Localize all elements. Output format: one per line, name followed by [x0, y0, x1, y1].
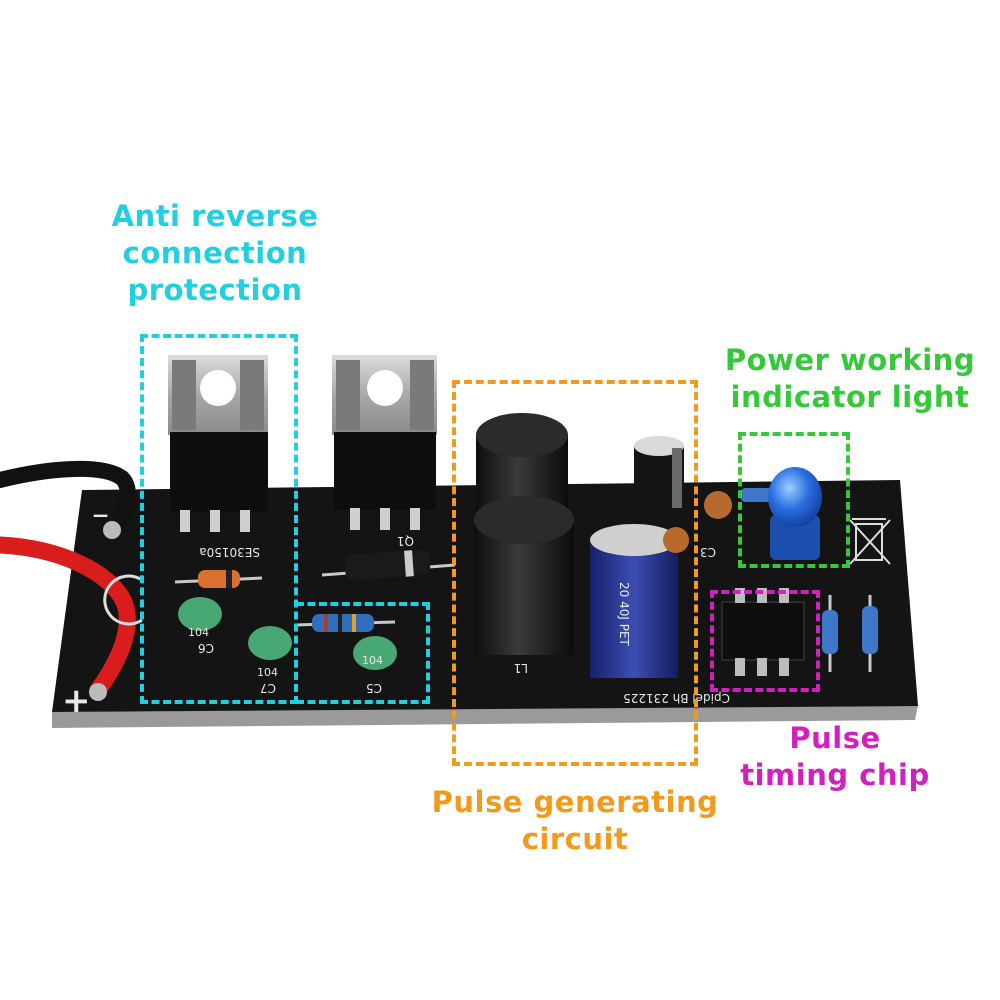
ceramic-cap-orange: [663, 527, 689, 553]
pulse-timing-label-line-1: Pulse: [789, 720, 881, 755]
cap-code-1: 104: [188, 626, 209, 639]
pulse-generating-label: Pulse generating circuit: [425, 784, 725, 858]
pulse-timing-box: [710, 590, 820, 692]
wire-pad: [103, 521, 121, 539]
pulse-generating-label-line-2: circuit: [521, 821, 629, 856]
electrolytic-small: [634, 436, 684, 510]
recycle-bin-mark: [849, 518, 891, 565]
pulse-generating-label-line-1: Pulse generating: [431, 784, 719, 819]
pcb-edge: [52, 705, 918, 728]
black-wire: [0, 460, 136, 528]
c3-marking: C3: [700, 545, 716, 559]
cap-code-2: 104: [257, 666, 278, 679]
anti-reverse-label-line-3: protection: [127, 272, 303, 307]
resistor-right-1: [822, 595, 838, 672]
blue-led: [768, 467, 822, 560]
c6-marking: C6: [198, 641, 214, 655]
ceramic-cap-c7: [248, 626, 292, 660]
red-wire: [0, 536, 136, 699]
c7-marking: C7: [260, 681, 276, 695]
electrolytic-large: [590, 524, 678, 678]
ceramic-cap-c5: [353, 636, 397, 670]
q-right-marking: Q1: [397, 534, 414, 548]
c5-marking: C5: [366, 681, 382, 695]
diode-black: [321, 549, 456, 581]
cap-code-3: 104: [362, 654, 383, 667]
ceramic-cap-c6: [178, 597, 222, 631]
resistor-right-2: [862, 595, 878, 672]
inductor-bottom: [474, 496, 574, 655]
plus-marking: +: [62, 681, 91, 721]
ceramic-cap-orange: [704, 491, 732, 519]
board-code: Cpidel Bh 231225: [623, 691, 730, 705]
electrolytic-text: 20 40J PET: [617, 582, 631, 647]
silk-circle: [103, 574, 143, 626]
mosfet-left: [168, 355, 268, 532]
power-indicator-label: Power working indicator light: [710, 342, 990, 416]
power-indicator-label-line-1: Power working: [724, 342, 976, 377]
pulse-timing-label-line-2: timing chip: [740, 757, 930, 792]
power-indicator-label-line-2: indicator light: [730, 379, 970, 414]
minus-marking: –: [92, 494, 109, 534]
pulse-generating-box: [452, 380, 698, 766]
anti-reverse-box: [140, 334, 298, 704]
anti-reverse-label-line-1: Anti reverse: [111, 198, 319, 233]
timing-chip: [721, 588, 805, 676]
anti-reverse-box-extension: [296, 602, 430, 704]
power-indicator-box: [738, 432, 850, 568]
pulse-timing-label: Pulse timing chip: [715, 720, 955, 794]
anti-reverse-label: Anti reverse connection protection: [95, 198, 335, 309]
q-left-marking: SE30150a: [199, 545, 260, 559]
resistor-blue: [294, 614, 396, 632]
mosfet-right: [332, 355, 437, 530]
zener-diode: [174, 570, 263, 588]
wire-pad: [89, 683, 107, 701]
anti-reverse-label-line-2: connection: [122, 235, 308, 270]
inductor-marking: L1: [514, 661, 528, 675]
